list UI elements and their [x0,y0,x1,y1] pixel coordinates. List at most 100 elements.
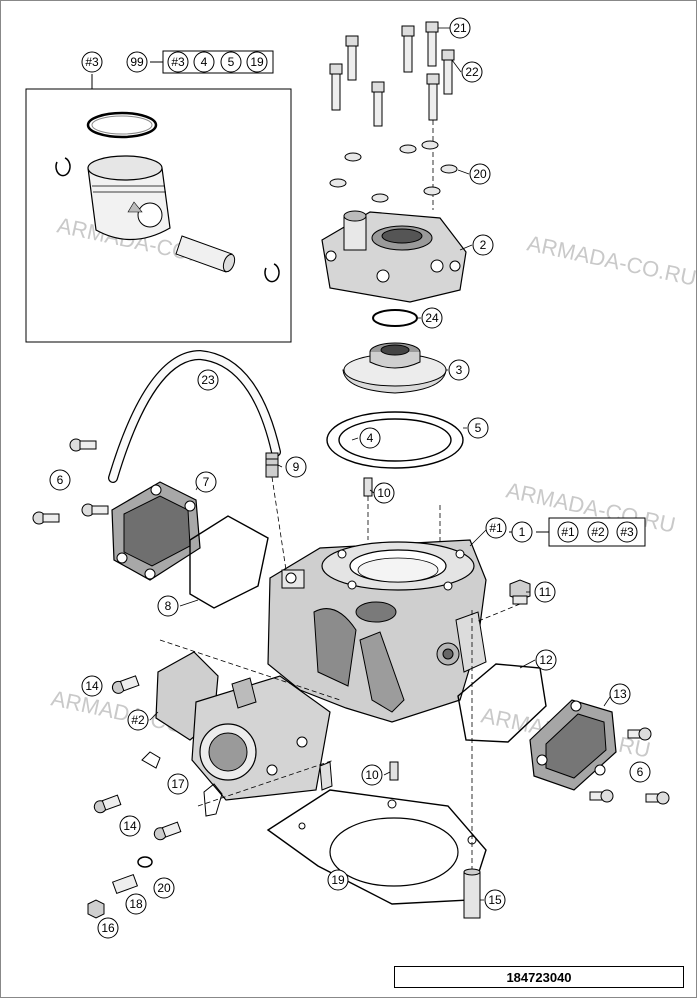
piston-detail-box [25,74,292,343]
kit-1-member: #3 [616,521,638,543]
screw-icon [589,789,614,803]
cylinder-stud-icon [463,610,481,919]
cylinder-head-bolts [329,21,455,210]
callout-label: #1 [489,521,503,535]
right-screws [589,727,670,805]
cylinder-head-icon [321,210,467,303]
callout-label: 14 [123,819,137,833]
callout-17: 17 [167,773,189,795]
callout-label: 5 [475,421,482,435]
piston-icon [87,155,171,241]
callout-7: 7 [195,471,217,493]
callout-label: #1 [561,525,575,539]
callout-label: 14 [85,679,99,693]
callout-label: 20 [157,881,171,895]
callout-label: #2 [131,713,145,727]
callout-label: 7 [203,475,210,489]
callout-14: 14 [119,815,141,837]
callout-label: 10 [377,486,391,500]
exhaust-valve-cover-icon [111,481,201,581]
callout-label: 13 [613,687,627,701]
callout-label: 6 [637,765,644,779]
bolt-icon [371,81,385,127]
kit-99-label: 99 [126,51,148,73]
callout-3: 3 [448,359,470,381]
dowel-pin-icon [363,477,373,497]
callout-5: 5 [467,417,489,439]
washers [329,140,458,203]
callout-label: 15 [488,893,502,907]
cylinder-gasket-inner-icon [338,418,452,462]
callout-11: 11 [534,581,556,603]
callout-label: 3 [456,363,463,377]
callout-label: 23 [201,373,215,387]
callout-6: 6 [49,469,71,491]
callout-4: 4 [359,427,381,449]
cover-gasket-icon [189,515,269,609]
callout-label: 11 [539,585,552,599]
washer-icon [137,856,153,868]
bolt-icon [345,35,359,81]
callout-12: 12 [535,649,557,671]
callout-label: 99 [130,55,144,69]
dowel-pin-icon [389,761,399,781]
screw-icon [81,503,109,517]
callout-sub-1: #1 [485,517,507,539]
circlip-icon [55,157,71,177]
callout-label: 8 [165,599,172,613]
callout-24: 24 [421,307,443,329]
callout-15: 15 [484,889,506,911]
nut-icon [475,579,531,623]
callout-label: 16 [101,921,115,935]
kit-99-member: 19 [246,51,268,73]
callout-13: 13 [609,683,631,705]
bolt-icon [401,25,415,73]
piston-ring-icon [86,111,158,139]
callout-label: 19 [250,55,264,69]
screw-icon [627,727,652,741]
callout-19: 19 [327,869,349,891]
bolt-icon [441,49,455,95]
combustion-chamber-insert-icon [342,342,447,394]
right-gasket-icon [457,663,547,743]
left-fasteners [87,675,223,919]
callout-label: 20 [473,167,487,181]
screw-icon [645,791,670,805]
callout-16: 16 [97,917,119,939]
callout-label: 9 [293,460,300,474]
callout-20: 20 [153,877,175,899]
callout-22: 22 [461,61,483,83]
bolt-icon [93,794,122,814]
callout-20: 20 [469,163,491,185]
callout-label: 19 [331,873,345,887]
kit-99-member: 4 [193,51,215,73]
kit-99-member: 5 [220,51,242,73]
left-screws [32,438,109,525]
kit-99-group [150,50,274,74]
callout-label: 12 [539,653,553,667]
clamp-icon [141,751,161,769]
callout-8: 8 [157,595,179,617]
bolt-icon [426,73,440,121]
callout-2: 2 [472,234,494,256]
leader-lines [149,27,613,901]
callout-label: 22 [465,65,479,79]
callout-label: 6 [57,473,64,487]
hose-nipple-icon [265,452,287,571]
callout-label: 10 [365,768,379,782]
callout-18: 18 [125,893,147,915]
callout-label: 21 [453,21,467,35]
right-cover-icon [529,699,617,791]
callout-sub-2: #2 [127,709,149,731]
callout-label: #3 [85,55,99,69]
circlip-icon [264,263,280,283]
exhaust-flange-icon [155,639,341,807]
callout-6: 6 [629,761,651,783]
callout-label: #3 [620,525,634,539]
kit-1-member: #1 [557,521,579,543]
bolt-icon [329,63,343,111]
callout-10: 10 [373,482,395,504]
